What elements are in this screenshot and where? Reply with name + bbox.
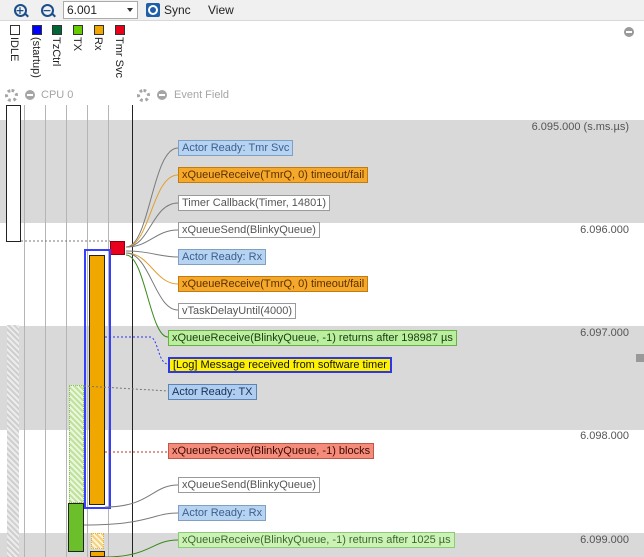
column-header-tx[interactable]: TX xyxy=(68,23,88,85)
event-label[interactable]: vTaskDelayUntil(4000) xyxy=(178,303,297,319)
event-label[interactable]: xQueueReceive(BlinkyQueue, -1) returns a… xyxy=(168,330,457,346)
lane-divider xyxy=(108,105,109,557)
color-swatch xyxy=(115,25,125,35)
scrollbar-marker[interactable] xyxy=(636,354,644,362)
event-label[interactable]: xQueueSend(BlinkyQueue) xyxy=(178,477,320,493)
event-label[interactable]: xQueueReceive(TmrQ, 0) timeout/fail xyxy=(178,167,369,183)
time-label: 6.099.000 xyxy=(580,534,629,546)
idle-block[interactable] xyxy=(6,105,21,242)
column-header-idle[interactable]: IDLE xyxy=(5,23,25,85)
time-label: 6.096.000 xyxy=(580,224,629,236)
column-label: Tmr Svc xyxy=(113,37,125,78)
event-label[interactable]: Actor Ready: Rx xyxy=(178,249,267,265)
rx-block[interactable] xyxy=(89,255,105,505)
column-label: IDLE xyxy=(8,37,20,62)
collapse-header-icon[interactable] xyxy=(624,27,634,37)
column-header-startup[interactable]: (startup) xyxy=(27,23,47,85)
lane-divider xyxy=(24,105,25,557)
event-label[interactable]: xQueueReceive(BlinkyQueue, -1) returns a… xyxy=(178,532,455,548)
time-label: 6.095.000 (s.ms.µs) xyxy=(531,121,629,133)
section-bar: CPU 0 Event Field xyxy=(0,87,644,104)
color-swatch xyxy=(10,25,20,35)
event-label[interactable]: xQueueReceive(TmrQ, 0) timeout/fail xyxy=(178,276,369,292)
view-menu[interactable]: View xyxy=(208,3,234,17)
minus-icon[interactable] xyxy=(25,90,35,100)
timeline[interactable]: 6.095.000 (s.ms.µs) 6.096.000 6.097.000 … xyxy=(0,105,644,557)
column-label: TX xyxy=(71,37,83,52)
event-connectors xyxy=(21,147,179,557)
time-label: 6.098.000 xyxy=(580,430,629,442)
color-swatch xyxy=(94,25,104,35)
zoom-out-icon[interactable]: − xyxy=(38,1,56,19)
column-label: Rx xyxy=(92,37,104,51)
zoom-level-select[interactable]: 6.001 xyxy=(63,1,138,19)
event-label[interactable]: Actor Ready: Rx xyxy=(178,505,267,521)
event-label[interactable]: Actor Ready: Tmr Svc xyxy=(178,140,294,156)
idle-ready-area xyxy=(7,325,19,557)
color-swatch xyxy=(32,25,42,35)
column-label: (startup) xyxy=(30,37,42,78)
column-label: TzCtrl xyxy=(50,37,62,67)
event-label[interactable]: xQueueReceive(BlinkyQueue, -1) blocks xyxy=(168,443,375,459)
tx-block[interactable] xyxy=(68,503,84,552)
event-label-selected[interactable]: [Log] Message received from software tim… xyxy=(168,357,392,373)
tmr-svc-block[interactable] xyxy=(110,241,125,255)
chevron-down-icon xyxy=(127,8,133,12)
color-swatch xyxy=(52,25,62,35)
event-label[interactable]: xQueueSend(BlinkyQueue) xyxy=(178,222,320,238)
rx-ready-area xyxy=(91,533,104,549)
cpu-label: CPU 0 xyxy=(41,89,74,101)
gear-icon[interactable] xyxy=(137,89,150,102)
event-label[interactable]: Timer Callback(Timer, 14801) xyxy=(178,195,331,211)
color-swatch xyxy=(73,25,83,35)
time-label: 6.097.000 xyxy=(580,327,629,339)
event-label[interactable]: Actor Ready: TX xyxy=(168,384,257,400)
gear-icon[interactable] xyxy=(5,89,18,102)
event-field-label: Event Field xyxy=(174,89,230,101)
lane-divider xyxy=(87,105,88,557)
minus-icon[interactable] xyxy=(157,90,167,100)
zoom-in-icon[interactable]: + xyxy=(11,1,29,19)
selected-rx-frame xyxy=(84,249,111,509)
lane-divider xyxy=(45,105,46,557)
column-header-tzctrl[interactable]: TzCtrl xyxy=(47,23,67,85)
sync-label: Sync xyxy=(164,3,191,17)
zoom-level-value: 6.001 xyxy=(67,3,98,17)
column-header-tmr-svc[interactable]: Tmr Svc xyxy=(110,23,130,85)
cpu-event-divider xyxy=(132,105,133,557)
column-header-rx[interactable]: Rx xyxy=(89,23,109,85)
sync-button[interactable]: Sync xyxy=(144,1,193,19)
lane-divider xyxy=(66,105,67,557)
toolbar: + − 6.001 Sync View xyxy=(0,0,644,21)
sync-icon xyxy=(146,3,160,17)
tx-ready-area xyxy=(69,385,84,503)
